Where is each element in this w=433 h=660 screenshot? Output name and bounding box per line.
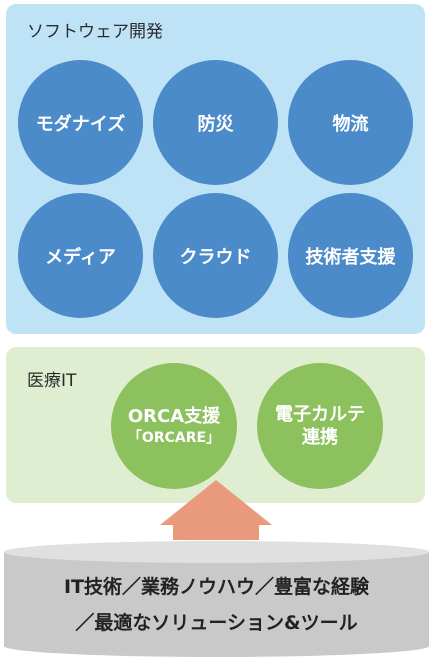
circle-disaster-prevention: 防災 xyxy=(153,60,278,185)
circle-label: 技術者支援 xyxy=(305,246,396,268)
circle-label: クラウド xyxy=(179,246,252,268)
circle-cloud: クラウド xyxy=(153,193,278,318)
foundation-text-line2: ／最適なソリューション&ツール xyxy=(75,612,358,634)
circle-label: メディア xyxy=(45,246,116,268)
circle-logistics: 物流 xyxy=(288,60,413,185)
circle-label: 電子カルテ xyxy=(275,403,365,425)
circle-sublabel: 「ORCARE」 xyxy=(127,429,221,446)
circle-emr-integration: 電子カルテ 連携 xyxy=(257,363,383,489)
circle-label: 防災 xyxy=(197,113,234,135)
circle-label: モダナイズ xyxy=(35,113,126,135)
software-development-title: ソフトウェア開発 xyxy=(27,22,163,42)
circle-label: ORCA支援 xyxy=(127,406,221,428)
circle-engineer-support: 技術者支援 xyxy=(288,193,413,318)
foundation-cylinder xyxy=(4,541,429,657)
circle-label: 物流 xyxy=(332,113,369,135)
circle-label: 連携 xyxy=(302,427,338,448)
circle-modernize: モダナイズ xyxy=(18,60,143,185)
foundation-text-line1: IT技術／業務ノウハウ／豊富な経験 xyxy=(63,576,370,598)
circle-media: メディア xyxy=(18,193,143,318)
circle-orca-support: ORCA支援 「ORCARE」 xyxy=(111,363,237,489)
medical-it-title: 医療IT xyxy=(27,371,77,391)
